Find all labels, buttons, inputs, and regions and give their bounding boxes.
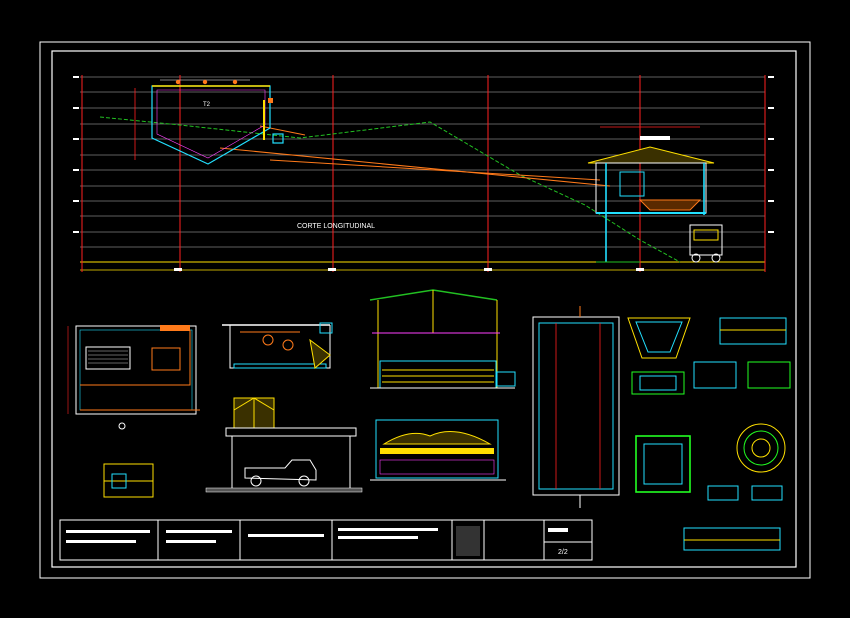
small-detail xyxy=(103,463,154,498)
profile-grid xyxy=(80,76,765,248)
conduction-pipes xyxy=(219,125,611,187)
tank-elevation xyxy=(532,306,620,508)
ground-profile xyxy=(99,116,681,263)
sheet-border xyxy=(39,41,811,579)
filter-section xyxy=(370,419,506,481)
building-section xyxy=(369,289,516,389)
title-block xyxy=(59,519,593,561)
elevation-marks xyxy=(73,76,774,271)
pump-detail xyxy=(222,322,333,369)
section-title: CORTE LONGITUDINAL xyxy=(297,223,375,230)
sheet-number: 2/2 xyxy=(558,549,568,556)
reservoir-tank xyxy=(134,79,284,165)
component-details xyxy=(627,317,791,551)
plan-view xyxy=(67,325,200,430)
pump-house xyxy=(587,126,723,263)
truck-shed xyxy=(205,397,363,493)
tank-label: T2 xyxy=(203,102,211,108)
longitudinal-section xyxy=(73,75,774,272)
